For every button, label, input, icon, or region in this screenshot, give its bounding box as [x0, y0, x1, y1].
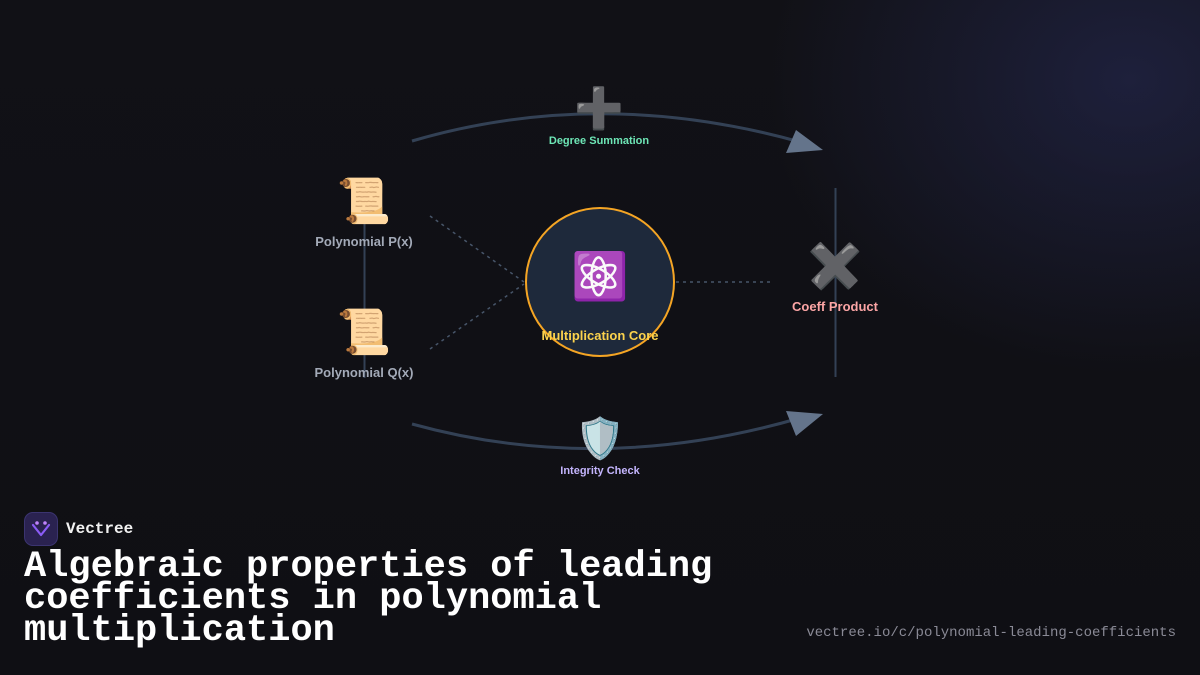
node-label: Integrity Check [560, 465, 640, 477]
multiply-icon: ✖️ [807, 242, 863, 291]
plus-icon: ➕ [574, 87, 624, 131]
scroll-icon: 📜 [336, 308, 392, 357]
page-url: vectree.io/c/polynomial-leading-coeffici… [806, 625, 1176, 641]
brand-name: Vectree [66, 520, 134, 538]
node-multiplication-core: ⚛️ Multiplication Core [525, 207, 675, 357]
top-arrowhead [786, 130, 823, 153]
bottom-arrowhead [786, 411, 823, 436]
brand: Vectree [24, 512, 133, 546]
node-coeff-product: ✖️ Coeff Product [792, 241, 878, 314]
vectree-logo-icon [24, 512, 58, 546]
atom-icon: ⚛️ [571, 250, 629, 302]
vectree-logo-mark [31, 521, 51, 537]
node-label: Polynomial P(x) [315, 234, 413, 249]
top-arc [411, 112, 801, 144]
node-polynomial-q: 📜 Polynomial Q(x) [315, 307, 414, 380]
node-label: Polynomial Q(x) [314, 365, 414, 380]
scroll-icon: 📜 [336, 177, 392, 226]
link-p-to-core [429, 215, 525, 283]
page-title: Algebraic properties of leading coeffici… [24, 546, 713, 652]
node-polynomial-p: 📜 Polynomial P(x) [315, 176, 413, 249]
node-label: Multiplication Core [541, 328, 659, 343]
shield-icon: 🛡️ [575, 417, 625, 461]
bottom-arc [411, 416, 801, 451]
node-label: Degree Summation [548, 135, 650, 147]
node-degree-summation: ➕ Degree Summation [549, 86, 649, 147]
link-q-to-core [429, 283, 525, 350]
node-integrity-check: 🛡️ Integrity Check [560, 416, 639, 477]
node-label: Coeff Product [792, 299, 878, 314]
